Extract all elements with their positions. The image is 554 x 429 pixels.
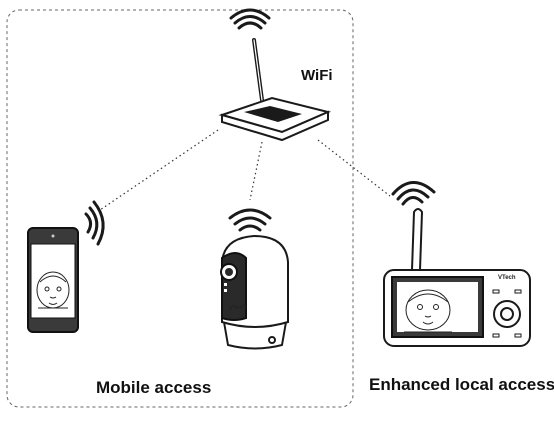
wifi-router-icon	[218, 38, 332, 142]
monitor-signal-icon	[391, 181, 436, 206]
camera-brand-logo: VTech	[228, 304, 247, 312]
smartphone-icon	[27, 227, 79, 333]
router-to-phone-line	[99, 129, 219, 211]
baby-camera-icon	[220, 234, 289, 350]
phone-baby-face-icon	[36, 271, 70, 309]
connection-lines	[99, 129, 391, 211]
router-to-camera-line	[249, 141, 263, 201]
router-signal-icon	[229, 8, 271, 30]
router-to-monitor-line	[317, 139, 391, 197]
monitor-baby-face-icon	[404, 289, 452, 333]
enhanced-local-access-label: Enhanced local access	[369, 375, 554, 394]
monitor-brand-logo: VTech	[498, 275, 516, 281]
parent-monitor-icon	[383, 208, 531, 347]
mobile-access-label: Mobile access	[96, 378, 212, 397]
phone-signal-icon	[84, 200, 105, 246]
camera-signal-icon	[228, 208, 272, 232]
wifi-label: WiFi	[301, 67, 333, 84]
